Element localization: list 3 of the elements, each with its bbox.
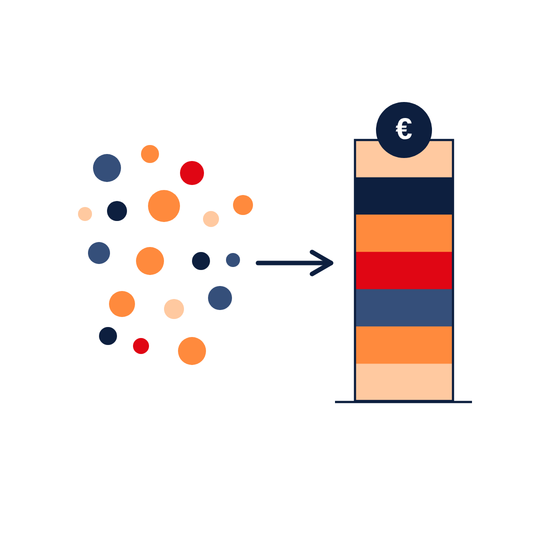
stacked-column (334, 138, 474, 404)
arrow (256, 250, 334, 276)
currency-symbol: € (396, 115, 412, 145)
